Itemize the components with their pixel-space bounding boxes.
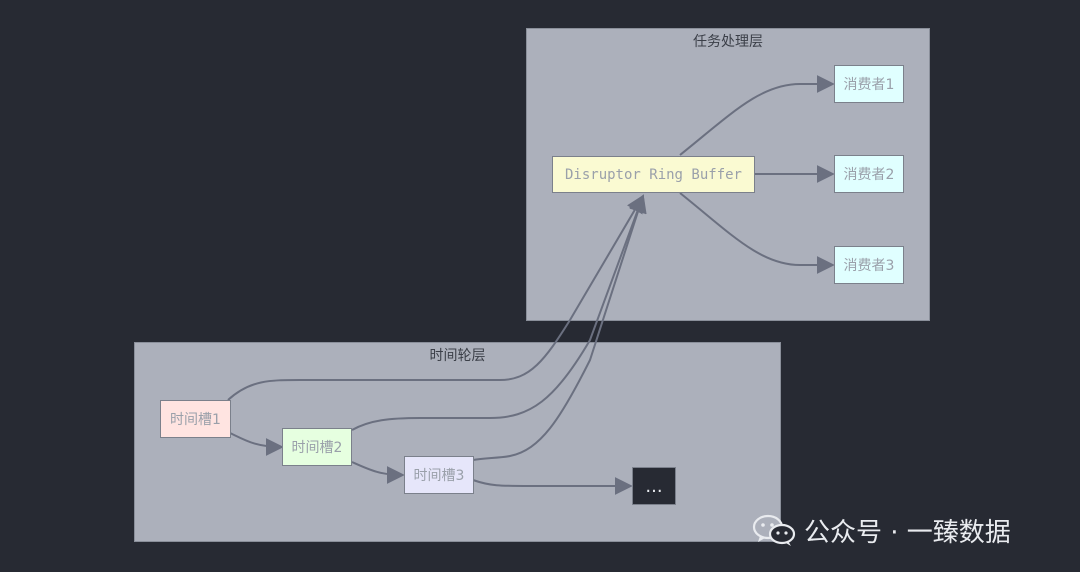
edge-slot1-slot2 [227,431,284,456]
time-slot-2-node: 时间槽2 [282,428,352,466]
wheel-layer-group: 时间轮层 [134,342,781,542]
edge-slot3-more [472,477,633,495]
consumer-2-node: 消费者2 [834,155,904,193]
more-slots-node: ... [632,467,676,505]
wechat-icon [752,514,796,546]
edge-slot1-ringbuffer [227,194,644,401]
watermark-text: 公众号 · 一臻数据 [804,517,1011,548]
edge-ringbuffer-consumer1 [679,75,835,156]
wheel-layer-title: 时间轮层 [429,348,486,364]
ring-buffer-node: Disruptor Ring Buffer [552,156,755,193]
edge-slot3-ringbuffer [472,194,647,461]
edge-ringbuffer-consumer3 [679,192,835,274]
time-slot-1-node: 时间槽1 [160,400,231,438]
task-layer-title: 任务处理层 [693,34,763,50]
consumer-1-node: 消费者1 [834,65,904,103]
consumer-3-node: 消费者3 [834,246,904,284]
edge-slot2-ringbuffer [351,194,646,431]
watermark: 公众号 · 一臻数据 [752,510,1011,550]
time-slot-3-node: 时间槽3 [404,456,474,494]
edge-slot2-slot3 [351,461,405,484]
